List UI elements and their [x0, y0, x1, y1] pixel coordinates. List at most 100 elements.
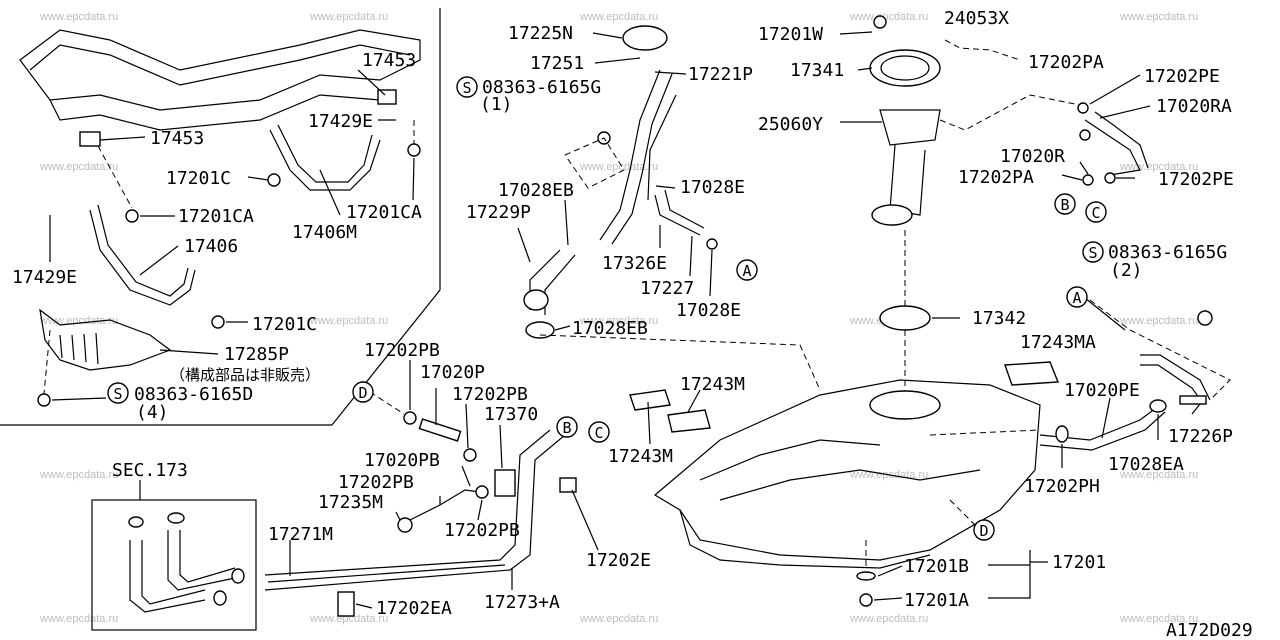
fuel-tank-straps	[37, 89, 421, 407]
clamp-17202pa-a	[1077, 102, 1089, 114]
screw-08363-6165g-b	[1197, 310, 1213, 326]
clamp-17028eb	[525, 321, 555, 339]
warning-labels	[629, 361, 1060, 433]
watermark-text: www.epcdata.ru	[39, 315, 118, 327]
label-17273a: 17273+A	[484, 592, 560, 613]
sec173-clamp-b	[167, 512, 185, 524]
watermark-text: www.epcdata.ru	[39, 11, 118, 23]
label-17429e: 17429E	[12, 267, 77, 288]
watermark-text: www.epcdata.ru	[579, 161, 658, 173]
label-17226p: 17226P	[1168, 426, 1233, 447]
watermark-text: www.epcdata.ru	[39, 469, 118, 481]
bolt-17201ca-left	[125, 209, 139, 223]
ref-d-marker: D	[358, 384, 367, 402]
clamp-17202pa-b	[1082, 174, 1094, 186]
label-17201ca: 17201CA	[178, 206, 254, 227]
watermark-text: www.epcdata.ru	[39, 161, 118, 173]
leader-lines	[49, 31, 1201, 609]
section-173-inset	[91, 480, 257, 631]
watermark-text: www.epcdata.ru	[579, 11, 658, 23]
watermark-text: www.epcdata.ru	[849, 11, 928, 23]
clamp-17028e	[706, 238, 718, 250]
hose-17229p-end	[523, 289, 549, 311]
bolt-17201ca-right	[407, 143, 421, 157]
label-17221p: 17221P	[688, 64, 753, 85]
filler-neck	[523, 25, 718, 339]
bolt-17201w	[873, 15, 887, 29]
label-17028e: 17028E	[680, 177, 745, 198]
label-08363-6165d: 08363-6165D	[134, 384, 253, 405]
label-17020r: 17020R	[1000, 146, 1065, 167]
bracket-17453-top	[377, 89, 397, 105]
ref-b-marker: B	[1060, 196, 1069, 214]
tube-17226p	[1179, 395, 1207, 405]
clip-17202e	[559, 477, 577, 493]
label-17201c: 17201C	[252, 314, 317, 335]
sec173-clamp-a	[128, 516, 144, 528]
ref-a-marker: A	[1072, 289, 1081, 307]
vent-tubes-right	[1039, 102, 1231, 451]
ref-d-marker: D	[979, 522, 988, 540]
label-17243m: 17243M	[680, 374, 745, 395]
label-not-sold-note: （構成部品は非販売）	[170, 366, 320, 384]
label-25060y: 25060Y	[758, 114, 823, 135]
label-17202pe: 17202PE	[1158, 169, 1234, 190]
valve-17370	[494, 469, 516, 497]
label-17326e: 17326E	[602, 253, 667, 274]
tank-pump-opening	[869, 390, 941, 420]
ref-c-marker: C	[1091, 204, 1100, 222]
watermark-text: www.epcdata.ru	[849, 613, 928, 625]
label-17201ca: 17201CA	[346, 202, 422, 223]
label-17285p: 17285P	[224, 344, 289, 365]
label-17202pe: 17202PE	[1144, 66, 1220, 87]
label-qty: (4)	[136, 402, 169, 423]
label-17225n: 17225N	[508, 23, 573, 44]
label-17202pb: 17202PB	[338, 472, 414, 493]
label-17453: 17453	[150, 128, 204, 149]
label-17202pa: 17202PA	[1028, 52, 1104, 73]
label-17202pb: 17202PB	[364, 340, 440, 361]
sec173-clamp-d	[231, 568, 245, 584]
label-qty: (1)	[480, 94, 513, 115]
fuel-pump-assembly	[869, 15, 1081, 395]
bolt-17201c-bottom	[211, 315, 225, 329]
clamp-17202pe-a	[1079, 129, 1091, 141]
inset-frame	[0, 8, 441, 426]
watermark-text: www.epcdata.ru	[1119, 469, 1198, 481]
reference-circles: A A B B C C D D S S S	[107, 76, 1107, 541]
ref-b-marker: B	[562, 419, 571, 437]
label-17028e: 17028E	[676, 300, 741, 321]
bolt-08363-6165d	[37, 393, 51, 407]
sec173-clamp-c	[213, 590, 227, 606]
ref-a-marker: A	[742, 262, 751, 280]
fuel-tank	[539, 334, 1041, 569]
tank-mount-bolts	[856, 540, 1048, 607]
ref-c-marker: C	[594, 424, 603, 442]
label-17020pe: 17020PE	[1064, 380, 1140, 401]
label-17342: 17342	[972, 308, 1026, 329]
watermark-text: www.epcdata.ru	[39, 613, 118, 625]
gasket-17342	[879, 305, 931, 331]
label-17202e: 17202E	[586, 550, 651, 571]
clamp-17202pe-b	[1104, 172, 1116, 184]
label-17370: 17370	[484, 404, 538, 425]
watermark-text: www.epcdata.ru	[309, 315, 388, 327]
label-17341: 17341	[790, 60, 844, 81]
label-24053x: 24053X	[944, 8, 1009, 29]
label-17028eb: 17028EB	[572, 318, 648, 339]
watermark-text: www.epcdata.ru	[1119, 11, 1198, 23]
heat-insulator	[39, 308, 172, 371]
label-17020p: 17020P	[420, 362, 485, 383]
label-17201b: 17201B	[904, 556, 969, 577]
section-reference: SEC.173	[112, 460, 188, 481]
watermark-text: www.epcdata.ru	[579, 613, 658, 625]
label-17202pb: 17202PB	[452, 384, 528, 405]
label-17229p: 17229P	[466, 202, 531, 223]
label-17201: 17201	[1052, 552, 1106, 573]
clamp-17202pb-b	[463, 448, 477, 462]
label-17235m: 17235M	[318, 492, 383, 513]
fuel-pump-sender	[871, 204, 913, 226]
part-labels: 17453 17453 17429E 17201C 17201CA 17201C…	[12, 8, 1253, 640]
label-17243m: 17243M	[608, 446, 673, 467]
clamp-17028ea	[1149, 399, 1167, 413]
